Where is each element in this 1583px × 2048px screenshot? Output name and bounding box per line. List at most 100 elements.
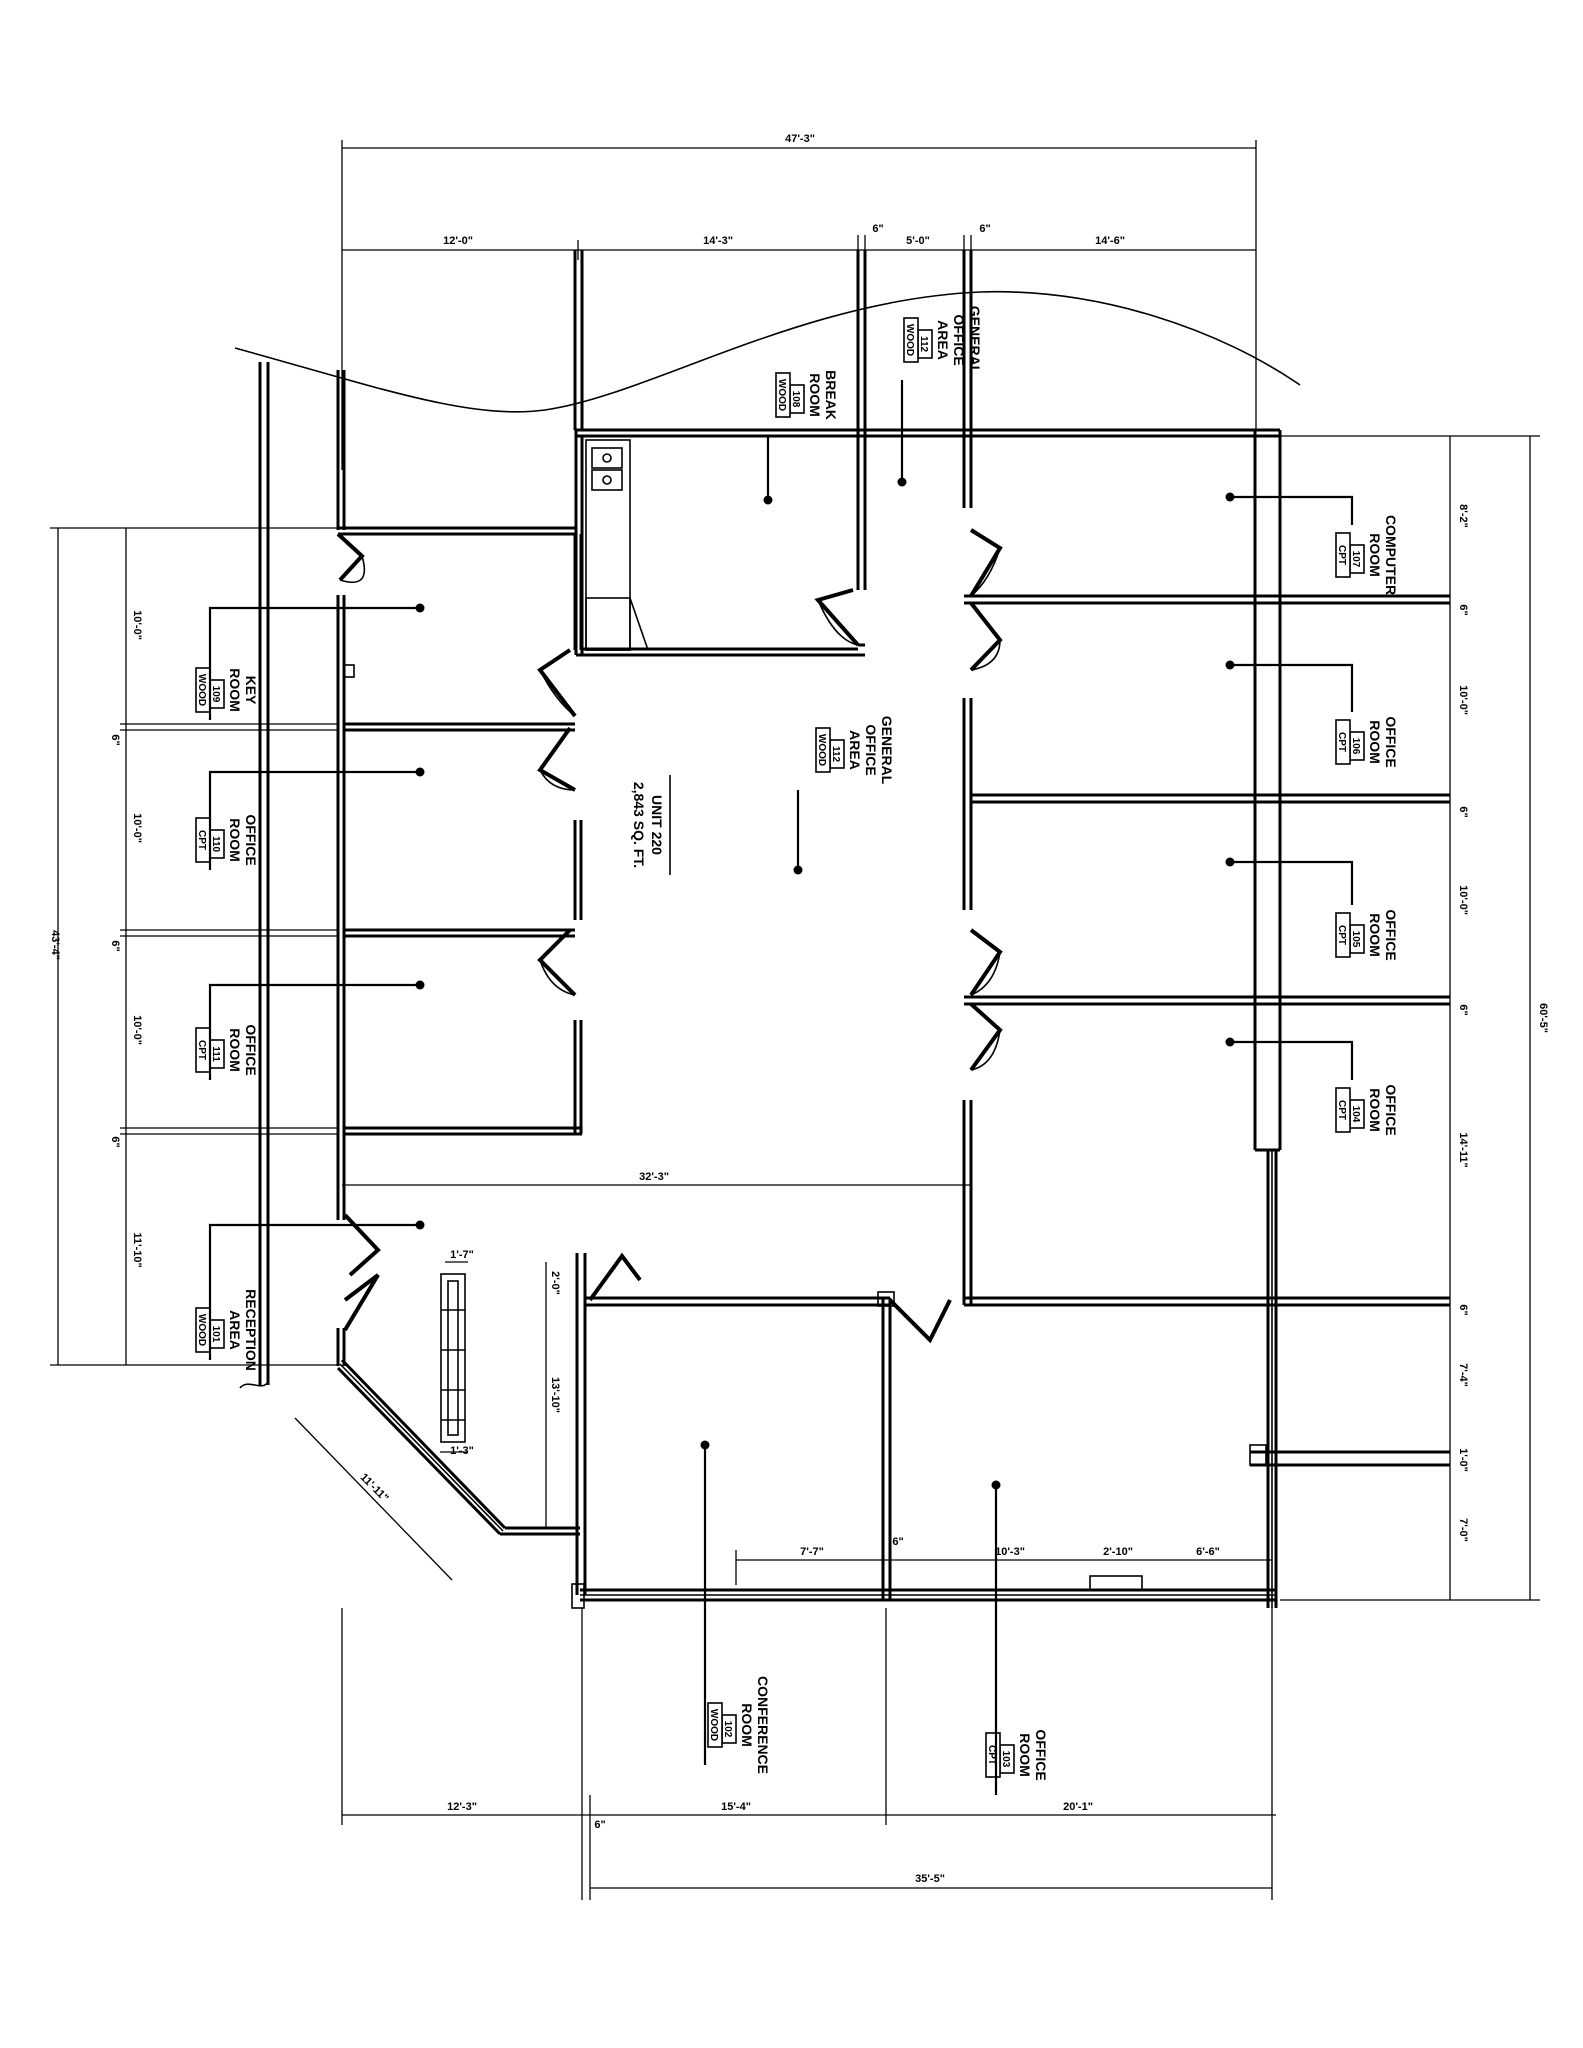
dim-bottom: 12'-3"	[447, 1801, 477, 1813]
leader-line	[208, 983, 420, 1080]
room-number: 101	[210, 1326, 221, 1343]
dim-right: 14'-11"	[1457, 1132, 1469, 1167]
dim-right: 1'-0"	[1457, 1448, 1469, 1472]
room-finish: WOOD	[776, 379, 787, 411]
room-name-line: ROOM	[227, 1028, 243, 1072]
room-name-line: CONFERENCE	[755, 1676, 771, 1774]
room-name-line: GENERAL	[879, 716, 895, 785]
leader-line	[1230, 1040, 1354, 1080]
room-finish: CPT	[196, 830, 207, 850]
room-number: 104	[1350, 1106, 1361, 1123]
leader-line	[208, 606, 420, 720]
dim-left: 6"	[109, 734, 121, 745]
dim-right: 7'-0"	[1457, 1518, 1469, 1542]
dim-left-overall: 43'-4"	[49, 930, 61, 960]
room-name-line: ROOM	[1367, 1088, 1383, 1132]
dim-interior: 2'-10"	[1103, 1546, 1133, 1558]
room-tags: COMPUTERROOM107CPTOFFICEROOM106CPTOFFICE…	[195, 306, 1399, 1795]
room-name-line: RECEPTION	[243, 1289, 259, 1371]
dim-right: 10'-0"	[1457, 685, 1469, 715]
room-name-line: OFFICE	[1033, 1729, 1049, 1780]
dim-bottom: 20'-1"	[1063, 1801, 1093, 1813]
dim-left: 11'-10"	[131, 1232, 143, 1267]
room-name-line: OFFICE	[951, 314, 967, 365]
room-name-line: ROOM	[1017, 1733, 1033, 1777]
dim-right-overall: 60'-5"	[1537, 1003, 1549, 1033]
room-finish: CPT	[986, 1745, 997, 1765]
dim-right: 7'-4"	[1457, 1363, 1469, 1387]
leader-line	[1230, 495, 1354, 525]
room-name-line: OFFICE	[243, 1024, 259, 1075]
room-finish: WOOD	[196, 674, 207, 706]
room-number: 103	[1000, 1751, 1011, 1768]
dim-bottom: 6"	[594, 1819, 605, 1831]
room-number: 111	[210, 1046, 221, 1062]
dim-interior: 7'-7"	[800, 1546, 824, 1558]
dim-interior: 32'-3"	[639, 1171, 669, 1183]
leader-line	[1230, 663, 1354, 712]
room-name-line: AREA	[227, 1310, 243, 1350]
dim-left: 10'-0"	[131, 610, 143, 640]
dim-top: 5'-0"	[906, 235, 930, 247]
room-name-line: ROOM	[227, 668, 243, 712]
dim-left: 6"	[109, 1136, 121, 1147]
room-finish: CPT	[1336, 732, 1347, 752]
room-name-line: ROOM	[807, 373, 823, 417]
room-number: 106	[1350, 738, 1361, 755]
room-name-line: GENERAL	[967, 306, 983, 375]
room-name-line: KEY	[243, 676, 259, 705]
room-number: 108	[790, 391, 801, 408]
room-number: 105	[1350, 931, 1361, 948]
room-finish: CPT	[1336, 545, 1347, 565]
room-finish: WOOD	[196, 1314, 207, 1346]
dim-interior: 10'-3"	[995, 1546, 1025, 1558]
room-name-line: BREAK	[823, 370, 839, 420]
unit-area: 2,843 SQ. FT.	[631, 782, 647, 868]
room-finish: WOOD	[904, 324, 915, 356]
room-name-line: OFFICE	[243, 814, 259, 865]
room-finish: CPT	[1336, 925, 1347, 945]
dim-right: 6"	[1457, 806, 1469, 817]
room-finish: WOOD	[708, 1709, 719, 1741]
leader-line	[208, 1223, 420, 1360]
walls	[239, 250, 1450, 1609]
room-number: 112	[918, 336, 929, 353]
dim-top-overall: 47'-3"	[785, 133, 815, 145]
room-finish: WOOD	[816, 734, 827, 766]
room-finish: CPT	[196, 1040, 207, 1060]
dim-left: 6"	[109, 940, 121, 951]
unit-label: UNIT 220 2,843 SQ. FT.	[631, 775, 671, 875]
room-number: 102	[722, 1721, 733, 1738]
dim-right: 6"	[1457, 604, 1469, 615]
room-number: 110	[210, 836, 221, 853]
room-name-line: COMPUTER	[1383, 515, 1399, 595]
dim-bottom: 15'-4"	[721, 1801, 751, 1813]
room-name-line: ROOM	[1367, 720, 1383, 764]
dim-interior: 13'-10"	[549, 1377, 561, 1413]
dim-right: 6"	[1457, 1304, 1469, 1315]
room-name-line: ROOM	[227, 818, 243, 862]
dim-right: 10'-0"	[1457, 885, 1469, 915]
room-name-line: ROOM	[739, 1703, 755, 1747]
leader-line	[1230, 860, 1354, 905]
room-name-line: OFFICE	[1383, 909, 1399, 960]
room-name-line: ROOM	[1367, 533, 1383, 577]
dim-top: 14'-6"	[1095, 235, 1125, 247]
dim-top: 12'-0"	[443, 235, 473, 247]
room-name-line: OFFICE	[1383, 716, 1399, 767]
leader-line	[208, 770, 420, 870]
dim-interior: 6'-6"	[1196, 1546, 1220, 1558]
dim-interior: 1'-3"	[450, 1445, 474, 1457]
